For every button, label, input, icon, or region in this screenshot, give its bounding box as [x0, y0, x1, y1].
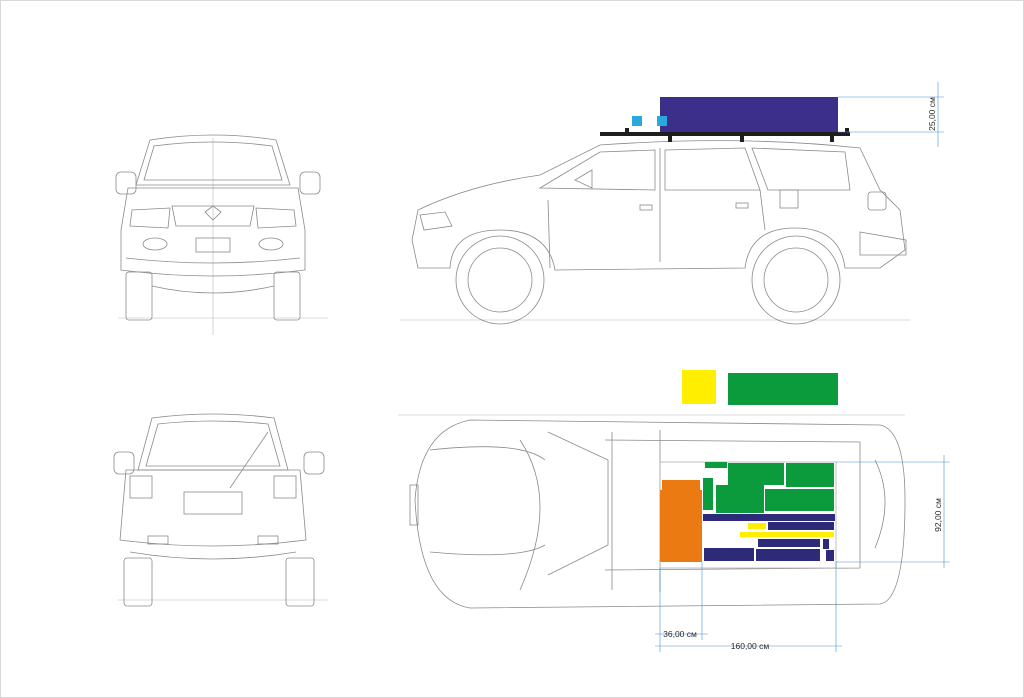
- rear-view: [113, 413, 328, 607]
- orange-item: [660, 490, 702, 562]
- cargo-length-label: 160,00 см: [731, 641, 770, 651]
- packed-cargo: [660, 462, 835, 562]
- cargo-length-dimensions: 36,00 см 160,00 см: [655, 562, 842, 652]
- cargo-width-label: 92,00 см: [933, 498, 943, 532]
- yellow-item: [682, 370, 716, 404]
- green-item: [728, 373, 838, 405]
- roof-height-dimension: 25,00 см: [838, 82, 944, 147]
- roof-height-label: 25,00 см: [927, 97, 937, 131]
- roof-rack: [600, 132, 850, 136]
- small-length-label: 36,00 см: [663, 629, 697, 639]
- top-view: 92,00 см 36,00 см 160,00 см: [398, 370, 950, 652]
- side-view: 25,00 см: [400, 82, 944, 325]
- front-view: [115, 134, 328, 335]
- cyan-box-1: [632, 116, 642, 126]
- roof-box: [660, 97, 838, 132]
- cyan-box-2: [657, 116, 667, 126]
- cargo-width-dimension: 92,00 см: [836, 455, 950, 568]
